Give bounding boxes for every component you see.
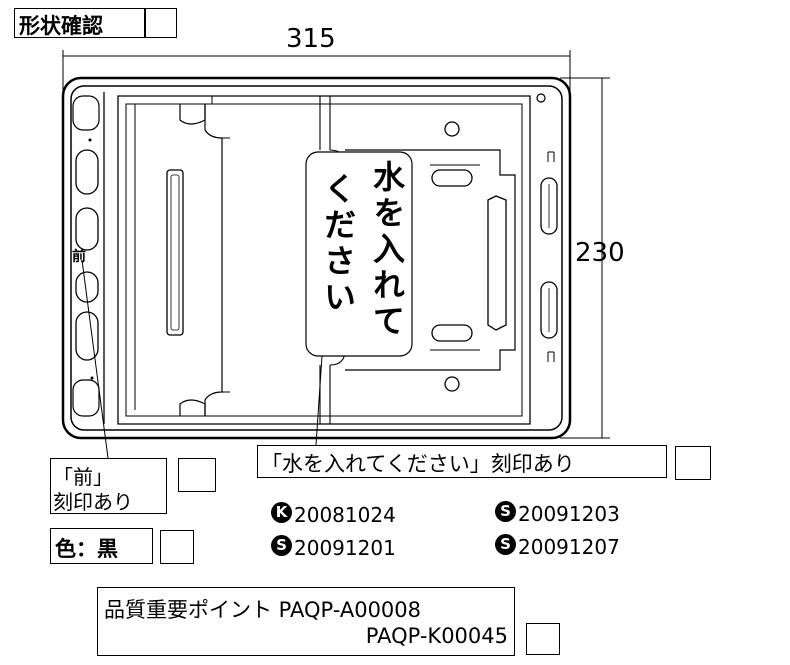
color-box: 色：黒 [50,528,153,564]
lot-mark-s: S [495,534,516,555]
lot-code: 20091207 [518,535,620,559]
tray-outline [61,76,572,440]
quality-point-line1: 品質重要ポイント PAQP-A00008 [104,598,422,622]
quality-point-box: 品質重要ポイント PAQP-A00008 PAQP-K00045 [97,587,515,656]
height-dimension-label: 230 [575,238,625,268]
lot-mark-k: K [271,502,292,523]
tray-message-line2: ください [319,172,357,316]
lot-code: 20091201 [294,536,396,560]
shape-check-title-box: 形状確認 [14,8,145,38]
message-callout-text: 「水を入れてください」刻印あり [261,452,575,476]
color-checkbox[interactable] [160,530,194,564]
lot-code: 20081024 [294,503,396,527]
tray-message-line1: 水を入れて [368,160,406,340]
front-callout-checkbox[interactable] [178,458,216,492]
width-dimension [62,50,571,92]
message-callout-checkbox[interactable] [675,446,711,480]
quality-point-line2: PAQP-K00045 [365,624,508,648]
lot-mark-s: S [495,501,516,522]
front-callout-line2: 刻印あり [53,490,133,514]
shape-check-title: 形状確認 [19,14,103,38]
width-dimension-label: 315 [286,24,336,54]
quality-point-checkbox[interactable] [526,623,560,655]
shape-check-checkbox[interactable] [145,8,177,38]
message-plate [305,151,413,357]
lot-mark-s: S [271,535,292,556]
height-dimension [560,77,610,439]
leader-lines [81,259,323,459]
lot-code: 20091203 [518,502,620,526]
front-callout-box: 「前」 刻印あり [50,458,167,514]
front-callout-line1: 「前」 [53,465,113,489]
front-mark: 前 [72,249,86,265]
message-callout-box: 「水を入れてください」刻印あり [257,445,667,478]
color-label: 色：黒 [55,537,118,561]
